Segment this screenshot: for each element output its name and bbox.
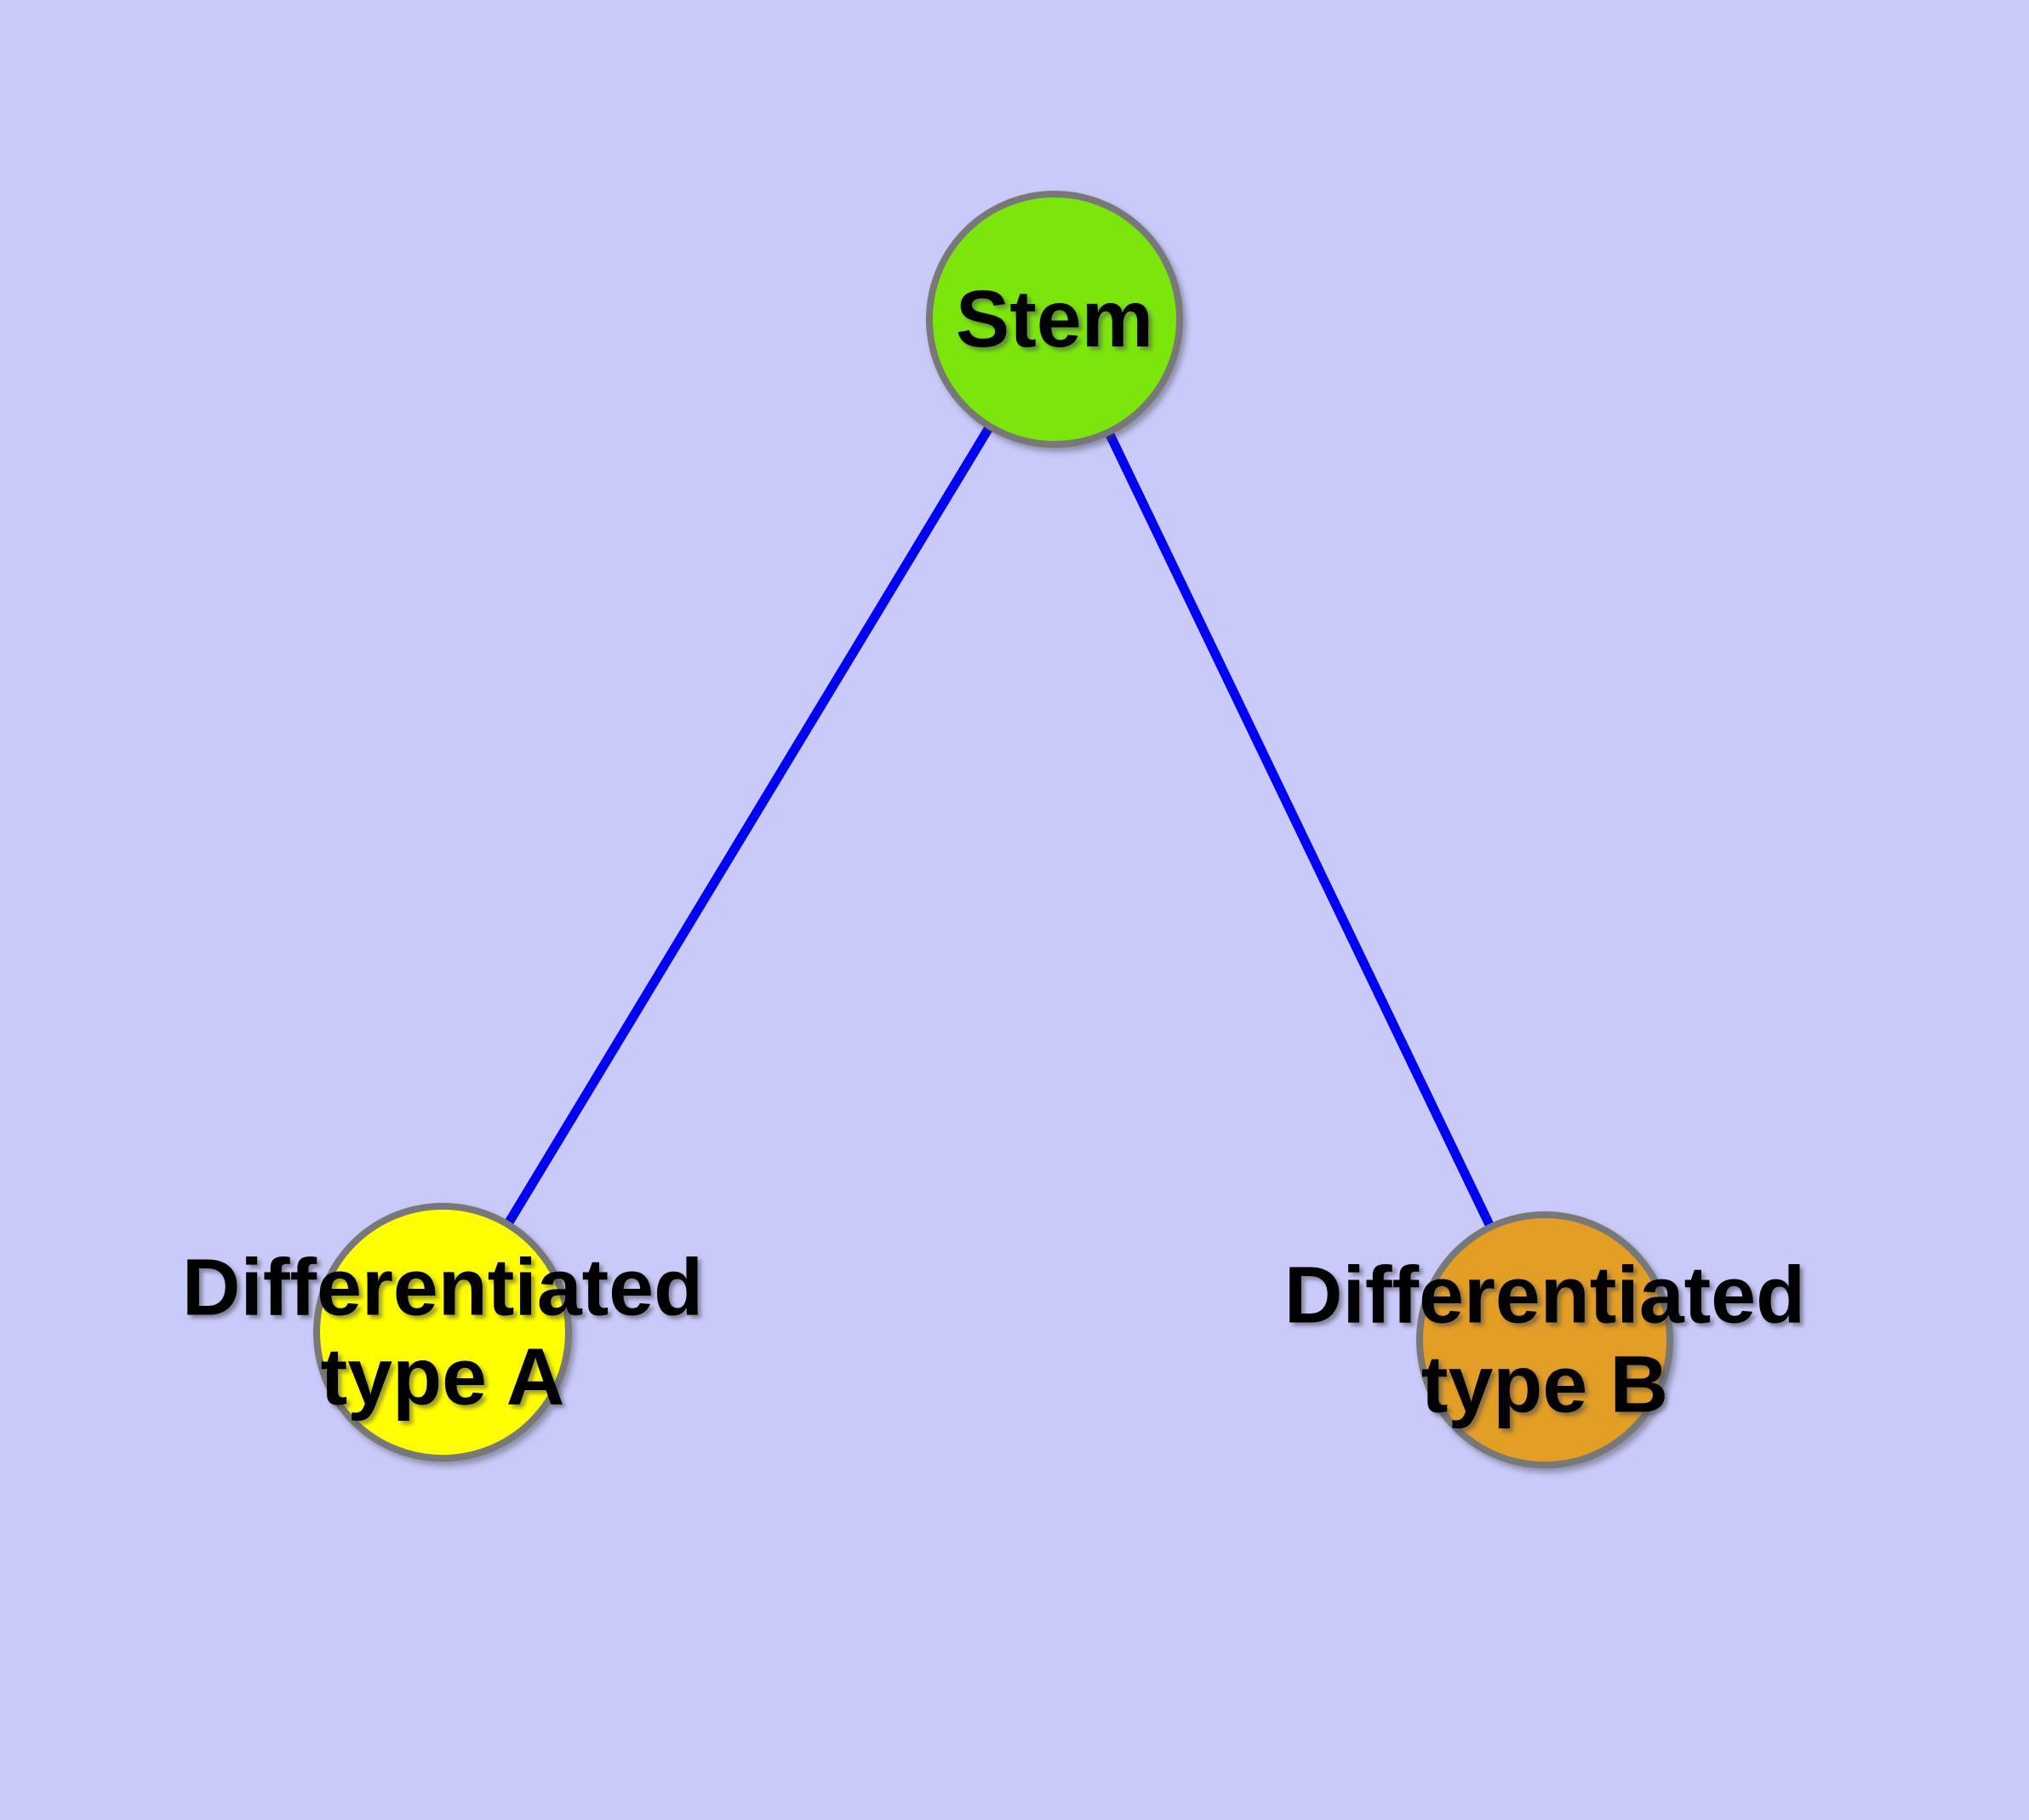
node-stem-label: Stem	[956, 275, 1153, 364]
node-stem-circle	[926, 191, 1183, 448]
node-type-a-label: Differentiated type A	[181, 1242, 704, 1422]
node-type-a-circle	[313, 1203, 572, 1462]
label-line: type B	[1420, 1339, 1669, 1429]
node-type-b-circle	[1416, 1211, 1673, 1468]
node-type-b-label: Differentiated type B	[1284, 1251, 1805, 1429]
label-line: Stem	[955, 273, 1154, 364]
edge-stem-to-type-a	[438, 317, 1059, 1335]
edge-stem-to-type-b	[1050, 317, 1549, 1342]
label-line: type A	[320, 1331, 565, 1422]
label-line: Differentiated	[181, 1242, 704, 1333]
label-line: Differentiated	[1283, 1250, 1806, 1341]
